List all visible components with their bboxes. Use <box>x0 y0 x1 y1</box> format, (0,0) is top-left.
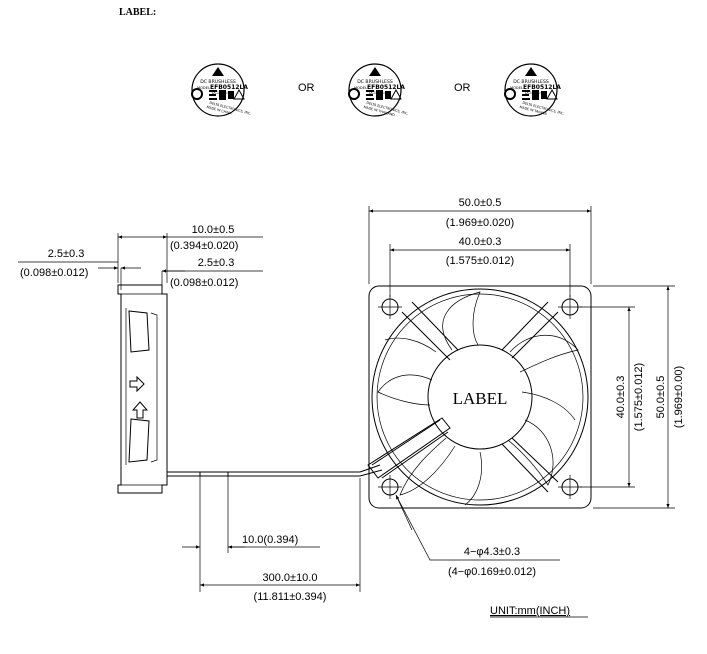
height-pitch-mm: 40.0±0.3 <box>615 376 627 419</box>
airflow-arrow-icon <box>129 375 145 393</box>
fan-label-1: DC BRUSHLESS MODEL EFB0512LA DC12V 0.08A… <box>191 63 252 117</box>
front-dimensions: 50.0±0.5 (1.969±0.020) 40.0±0.3 (1.575±0… <box>368 197 685 578</box>
label-3-model: MODEL <box>510 86 523 90</box>
label-2-rating: DC12V 0.08A <box>369 91 392 95</box>
side-view <box>117 284 168 494</box>
label-1-origin: MADE IN CHINA <box>206 105 233 116</box>
thickness-mm: 10.0±0.5 <box>192 224 235 236</box>
label-3-origin: MADE IN TAIWAN <box>519 105 548 116</box>
fan-label-2: DC BRUSHLESS MODEL EFB0512LA DC12V 0.08A… <box>348 63 409 117</box>
label-2-brand: DC BRUSHLESS <box>357 79 393 85</box>
label-3-rating: DC12V 0.08A <box>525 91 548 95</box>
label-3-model-no: EFB0512LA <box>523 84 561 91</box>
lead-length-mm: 300.0±10.0 <box>263 572 318 584</box>
stub-length: 10.0(0.394) <box>242 534 298 546</box>
label-heading: LABEL: <box>119 7 156 18</box>
offset-left-in: (0.098±0.012) <box>20 267 88 279</box>
label-3-brand: DC BRUSHLESS <box>513 79 549 85</box>
hole-diameter-in: (4−φ0.169±0.012) <box>448 566 536 578</box>
height-pitch-in: (1.575±0.012) <box>633 363 645 431</box>
front-view: LABEL <box>367 285 592 509</box>
side-dimensions: 10.0±0.5 (0.394±0.020) 2.5±0.3 (0.098±0.… <box>18 224 263 290</box>
offset-right-in: (0.098±0.012) <box>170 277 238 289</box>
thickness-in: (0.394±0.020) <box>170 240 238 252</box>
cable <box>167 464 383 477</box>
width-in: (1.969±0.020) <box>446 217 514 229</box>
unit-note: UNIT:mm(INCH) <box>490 605 570 617</box>
or-text-2: OR <box>454 82 471 94</box>
lead-length-in: (11.811±0.394) <box>254 591 327 603</box>
label-2-model: MODEL <box>354 86 367 90</box>
hole-diameter-mm: 4−φ4.3±0.3 <box>464 546 520 558</box>
fan-label-3: DC BRUSHLESS MODEL EFB0512LA DC12V 0.08A… <box>504 63 565 117</box>
or-text-1: OR <box>298 82 315 94</box>
label-1-model: MODEL <box>197 86 210 90</box>
height-mm: 50.0±0.5 <box>655 376 667 419</box>
label-1-rating: DC12V 0.08A <box>212 91 235 95</box>
label-1-brand: DC BRUSHLESS <box>200 79 236 85</box>
cable-dimensions: 10.0(0.394) 300.0±10.0 (11.811±0.394) <box>182 476 361 603</box>
hole-pitch-mm: 40.0±0.3 <box>459 236 502 248</box>
height-in: (1.969±0.00) <box>673 366 685 428</box>
rotation-arrow-icon <box>131 401 149 419</box>
offset-left-mm: 2.5±0.3 <box>48 248 85 260</box>
label-2-model-no: EFB0512LA <box>367 84 405 91</box>
label-1-model-no: EFB0512LA <box>210 84 248 91</box>
hole-pitch-in: (1.575±0.012) <box>446 255 514 267</box>
width-mm: 50.0±0.5 <box>459 197 502 209</box>
hub-label: LABEL <box>453 389 508 408</box>
offset-right-mm: 2.5±0.3 <box>198 257 235 269</box>
